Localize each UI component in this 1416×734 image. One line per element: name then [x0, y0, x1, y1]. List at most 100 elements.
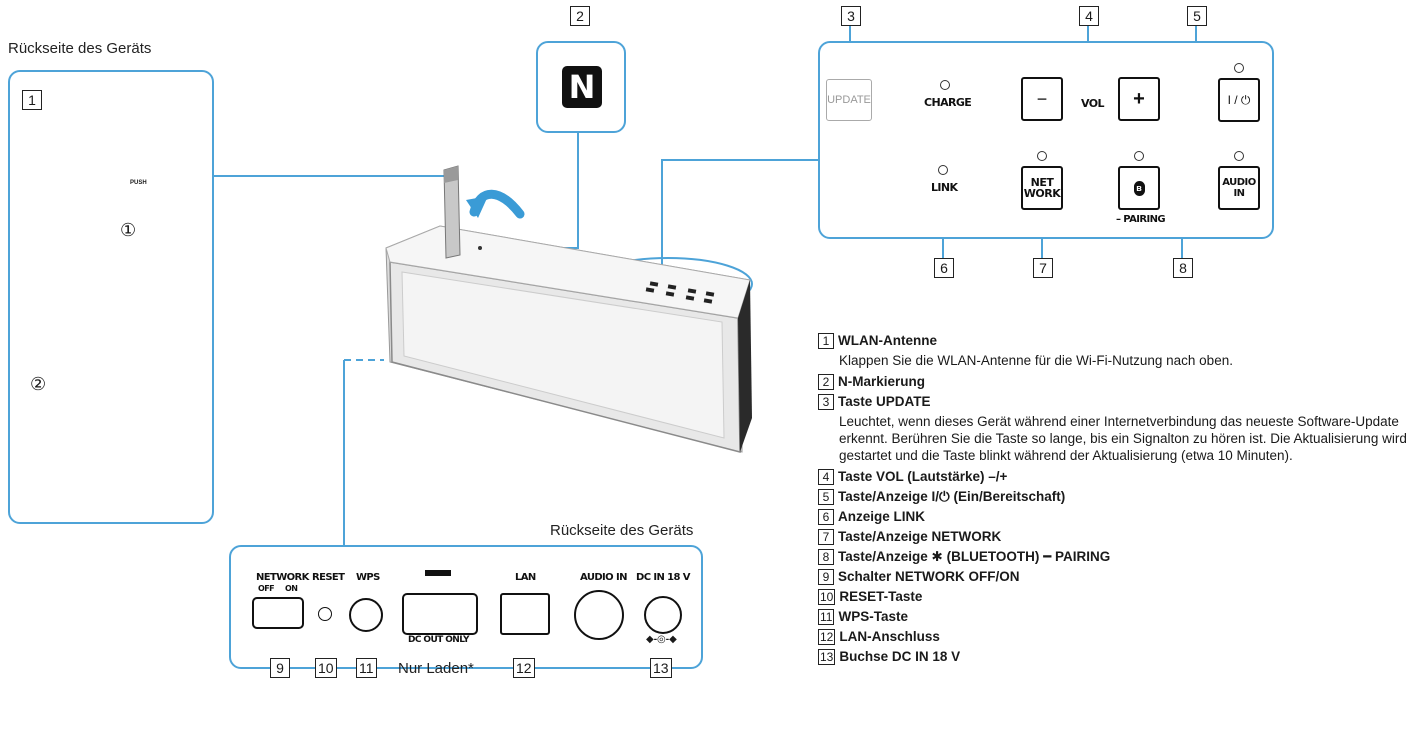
update-button[interactable]: UPDATE [826, 79, 872, 121]
audio-in-led [1234, 151, 1244, 161]
callout-13: 13 [650, 658, 672, 678]
callout-4: 4 [1079, 6, 1099, 26]
reset-button[interactable] [318, 607, 332, 621]
callout-5: 5 [1187, 6, 1207, 26]
legend-description: Leuchtet, wenn dieses Gerät während eine… [839, 414, 1407, 463]
legend-number: 2 [818, 374, 834, 390]
network-button[interactable]: NET WORK [1021, 166, 1063, 210]
nfc-symbol: N [568, 68, 596, 106]
lan-label: LAN [515, 572, 536, 583]
legend-number: 5 [818, 489, 834, 505]
charge-label: CHARGE [924, 96, 972, 109]
legend-title: WPS-Taste [838, 609, 908, 624]
network-switch[interactable] [252, 597, 304, 629]
update-label: UPDATE [827, 94, 871, 106]
back-caption-bottom: Rückseite des Geräts [550, 522, 694, 539]
legend-title: Anzeige LINK [838, 509, 926, 524]
callout-8: 8 [1173, 258, 1193, 278]
wps-button[interactable] [349, 598, 383, 632]
legend-item: 8 Taste/Anzeige ✱ (BLUETOOTH) ━ PAIRING [818, 548, 1408, 565]
back-caption-left: Rückseite des Geräts [8, 40, 152, 57]
nur-laden-label: Nur Laden* [398, 660, 474, 677]
legend-title: LAN-Anschluss [839, 629, 940, 644]
network-off-label: OFF [258, 584, 275, 593]
legend-item: 6 Anzeige LINK [818, 508, 1408, 525]
bluetooth-button[interactable]: ʙ [1118, 166, 1160, 210]
callout-1: 1 [22, 90, 42, 110]
vol-minus-label: − [1036, 88, 1048, 109]
legend-number: 8 [818, 549, 834, 565]
callout-10: 10 [315, 658, 337, 678]
legend-title: Taste/Anzeige NETWORK [838, 529, 1002, 544]
callout-6: 6 [934, 258, 954, 278]
audio-in-label-line1: AUDIO [1222, 177, 1256, 188]
callout-3: 3 [841, 6, 861, 26]
legend-title: Buchse DC IN 18 V [839, 649, 961, 664]
legend-title: Taste VOL (Lautstärke) –/+ [838, 469, 1008, 484]
charge-led [940, 80, 950, 90]
antenna-panel [8, 70, 214, 524]
legend-item: 1 WLAN-Antenne [818, 332, 1408, 349]
legend-number: 4 [818, 469, 834, 485]
power-led [1234, 63, 1244, 73]
dc-out-icon [425, 570, 451, 576]
legend-item: 9 Schalter NETWORK OFF/ON [818, 568, 1408, 585]
legend-title: Schalter NETWORK OFF/ON [838, 569, 1020, 584]
bluetooth-icon: ʙ [1133, 180, 1145, 196]
audio-in-button[interactable]: AUDIO IN [1218, 166, 1260, 210]
power-button[interactable]: I / ⏻ [1218, 78, 1260, 122]
legend-number: 6 [818, 509, 834, 525]
callout-7: 7 [1033, 258, 1053, 278]
step-1-marker: ① [120, 220, 137, 240]
vol-label: VOL [1081, 97, 1104, 110]
legend-number: 11 [818, 609, 835, 625]
audio-in-rear-label: AUDIO IN [580, 572, 627, 583]
legend-number: 3 [818, 394, 834, 410]
legend-title: Taste/Anzeige I/⏻ (Ein/Bereitschaft) [838, 489, 1066, 504]
polarity-icon: ◆-◎-◆ [646, 634, 677, 645]
step-2-marker: ② [30, 374, 47, 394]
network-label-line2: WORK [1023, 187, 1061, 200]
dc-out-port[interactable] [402, 593, 478, 635]
push-label: PUSH [130, 180, 147, 186]
legend-item: 4 Taste VOL (Lautstärke) –/+ [818, 468, 1408, 485]
legend-item: 2 N-Markierung [818, 373, 1408, 390]
callout-11: 11 [356, 658, 377, 678]
lan-port[interactable] [500, 593, 550, 635]
network-led [1037, 151, 1047, 161]
dc-in-jack[interactable] [644, 596, 682, 634]
pairing-label: – PAIRING [1116, 214, 1166, 225]
vol-minus-button[interactable]: − [1021, 77, 1063, 121]
link-label: LINK [931, 181, 958, 194]
vol-plus-button[interactable]: + [1118, 77, 1160, 121]
legend-title: N-Markierung [838, 374, 926, 389]
legend-number: 9 [818, 569, 834, 585]
legend-item: 5 Taste/Anzeige I/⏻ (Ein/Bereitschaft) [818, 488, 1408, 505]
link-led [938, 165, 948, 175]
legend-number: 7 [818, 529, 834, 545]
callout-9: 9 [270, 658, 290, 678]
network-on-label: ON [285, 584, 298, 593]
power-label: I / ⏻ [1227, 92, 1251, 107]
legend-description: Klappen Sie die WLAN-Antenne für die Wi-… [839, 353, 1233, 368]
legend-item: 7 Taste/Anzeige NETWORK [818, 528, 1408, 545]
legend-number: 12 [818, 629, 836, 645]
legend-title: WLAN-Antenne [838, 333, 937, 348]
callout-12: 12 [513, 658, 535, 678]
audio-in-jack[interactable] [574, 590, 624, 640]
legend-number: 1 [818, 333, 834, 349]
network-switch-label: NETWORK [256, 572, 309, 583]
audio-in-label-line2: IN [1233, 188, 1245, 199]
legend-title: RESET-Taste [839, 589, 923, 604]
callout-2: 2 [570, 6, 590, 26]
legend-number: 10 [818, 589, 836, 605]
legend-title: Taste/Anzeige ✱ (BLUETOOTH) ━ PAIRING [838, 549, 1111, 564]
dc-in-label: DC IN 18 V [636, 572, 690, 583]
wps-label: WPS [356, 572, 380, 583]
